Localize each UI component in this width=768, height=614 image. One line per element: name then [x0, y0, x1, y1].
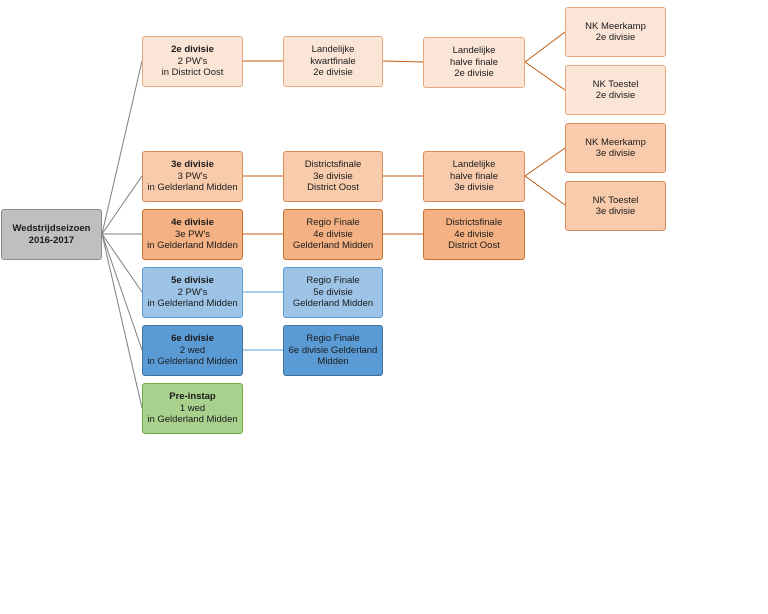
node-line: 5e divisie: [313, 286, 353, 298]
node-line: 2 PW's: [177, 286, 208, 298]
node-line: 3e divisie: [171, 159, 214, 171]
node-line: in Gelderland Midden: [147, 414, 238, 426]
node-line: kwartfinale: [310, 55, 356, 67]
node-line: Midden: [317, 356, 349, 368]
node-line: Landelijke: [452, 159, 496, 171]
node-4e-divisie: 4e divisie 3e PW's in Gelderland MIdden: [142, 209, 243, 260]
connector-d2-f1: [524, 31, 566, 63]
node-nk-meerkamp-2e: NK Meerkamp 2e divisie: [565, 7, 666, 57]
node-landelijke-kwartfinale-2e: Landelijke kwartfinale 2e divisie: [283, 36, 383, 87]
node-line: Regio Finale: [306, 275, 360, 287]
node-line: 5e divisie: [171, 275, 214, 287]
node-regio-finale-5e: Regio Finale 5e divisie Gelderland Midde…: [283, 267, 383, 318]
node-landelijke-halve-finale-2e: Landelijke halve finale 2e divisie: [423, 37, 525, 88]
node-line: 3e PW's: [174, 228, 211, 240]
node-districtsfinale-4e: Districtsfinale 4e divisie District Oost: [423, 209, 525, 260]
node-districtsfinale-3e: Districtsfinale 3e divisie District Oost: [283, 151, 383, 202]
node-line: Regio Finale: [306, 333, 360, 345]
connector-root-pre: [101, 233, 143, 409]
node-line: 2 PW's: [177, 55, 208, 67]
node-line: 3e divisie: [595, 206, 636, 217]
node-2e-divisie: 2e divisie 2 PW's in District Oost: [142, 36, 243, 87]
node-line: 2 wed: [179, 344, 206, 356]
node-landelijke-halve-finale-3e: Landelijke halve finale 3e divisie: [423, 151, 525, 202]
node-line: Gelderland Midden: [292, 298, 374, 310]
connector-d3-f2: [524, 175, 566, 206]
node-line: District Oost: [307, 182, 359, 194]
node-pre-instap: Pre-instap 1 wed in Gelderland Midden: [142, 383, 243, 434]
node-line: 2e divisie: [595, 90, 636, 101]
connector-d2-f2: [524, 61, 566, 91]
root-line-2: 2016-2017: [28, 234, 75, 246]
node-line: 2e divisie: [313, 67, 353, 79]
node-line: Gelderland Midden: [292, 240, 374, 252]
node-line: in Gelderland Midden: [147, 182, 238, 194]
node-line: 3e divisie: [595, 148, 636, 159]
connector-root-d5: [101, 233, 143, 293]
node-regio-finale-6e: Regio Finale 6e divisie Gelderland Midde…: [283, 325, 383, 376]
node-line: 3 PW's: [177, 170, 208, 182]
connector-root-d2: [101, 60, 143, 235]
node-3e-divisie: 3e divisie 3 PW's in Gelderland Midden: [142, 151, 243, 202]
node-nk-meerkamp-3e: NK Meerkamp 3e divisie: [565, 123, 666, 173]
node-line: 1 wed: [179, 402, 206, 414]
connector-d3-f1: [524, 147, 566, 177]
node-line: 3e divisie: [454, 182, 494, 194]
node-line: 4e divisie: [454, 228, 494, 240]
node-line: 2e divisie: [454, 68, 494, 80]
connector-root-d6: [101, 233, 143, 351]
node-regio-finale-4e: Regio Finale 4e divisie Gelderland Midde…: [283, 209, 383, 260]
root-node-season: Wedstrijdseizoen 2016-2017: [1, 209, 102, 260]
node-line: 4e divisie: [313, 228, 353, 240]
node-line: Districtsfinale: [304, 159, 362, 171]
node-line: halve finale: [449, 170, 499, 182]
node-line: in Gelderland Midden: [147, 356, 238, 368]
root-line-1: Wedstrijdseizoen: [12, 223, 91, 234]
node-nk-toestel-2e: NK Toestel 2e divisie: [565, 65, 666, 115]
node-nk-toestel-3e: NK Toestel 3e divisie: [565, 181, 666, 231]
node-line: Pre-instap: [169, 391, 216, 403]
node-line: NK Meerkamp: [585, 20, 646, 32]
node-line: in Gelderland Midden: [147, 298, 238, 310]
node-line: 2e divisie: [595, 32, 636, 43]
node-line: NK Toestel: [592, 194, 639, 206]
node-line: NK Meerkamp: [585, 136, 646, 148]
node-5e-divisie: 5e divisie 2 PW's in Gelderland Midden: [142, 267, 243, 318]
node-line: 4e divisie: [171, 217, 214, 229]
node-line: in District Oost: [161, 67, 224, 79]
node-line: NK Toestel: [592, 78, 639, 90]
node-6e-divisie: 6e divisie 2 wed in Gelderland Midden: [142, 325, 243, 376]
node-line: 6e divisie: [171, 333, 214, 345]
node-line: 2e divisie: [171, 44, 214, 56]
node-line: District Oost: [448, 240, 500, 252]
node-line: Districtsfinale: [445, 217, 503, 229]
node-line: Landelijke: [311, 44, 355, 56]
node-line: in Gelderland MIdden: [147, 240, 238, 252]
node-line: Landelijke: [452, 45, 496, 57]
node-line: 3e divisie: [313, 170, 353, 182]
node-line: 6e divisie Gelderland: [288, 344, 378, 356]
connector-d2-s3: [382, 60, 424, 63]
connector-root-d3: [101, 175, 143, 235]
node-line: halve finale: [449, 56, 499, 68]
node-line: Regio Finale: [306, 217, 360, 229]
